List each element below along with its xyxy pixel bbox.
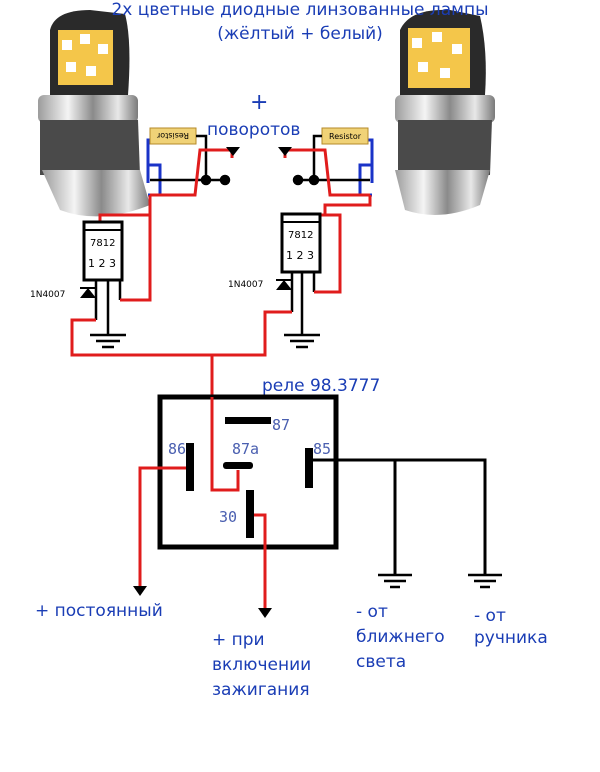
label-handbrake-1: - от <box>474 606 506 626</box>
arrow-turn-left <box>226 147 240 156</box>
label-ignition-2: включении <box>212 655 312 675</box>
label-ignition-3: зажигания <box>212 680 310 700</box>
regulator-left <box>82 220 124 335</box>
resistor-right: Resistor <box>312 127 369 180</box>
label-low-beam-2: ближнего <box>356 627 445 647</box>
label-low-beam-1: - от <box>356 602 388 622</box>
resistor-left: Resistor <box>149 127 208 180</box>
ground-handbrake <box>468 573 502 589</box>
diode-left-label: 1N4007 <box>30 290 66 300</box>
lamp-right <box>395 9 495 215</box>
relay-box <box>157 394 339 550</box>
regulator-right-model: 7812 <box>288 230 314 241</box>
ground-right <box>284 333 320 349</box>
turn-signal-feed <box>150 148 370 197</box>
relay-pin-30: 30 <box>219 508 238 526</box>
lamp-left-terminal <box>146 138 162 197</box>
relay-87-wire <box>210 397 240 492</box>
diode-left <box>80 287 96 298</box>
relay-pin-86: 86 <box>168 440 187 458</box>
regulator-left-model: 7812 <box>90 238 116 249</box>
regulator-right <box>280 212 322 335</box>
turn-signal-wires <box>150 174 370 186</box>
wire-30 <box>254 513 267 612</box>
turn-signal-label: поворотов <box>207 120 301 140</box>
turn-signal-plus: + <box>250 90 269 115</box>
regulator-right-pins: 1 2 3 <box>286 249 314 262</box>
ground-left <box>90 333 126 349</box>
lamp-right-terminal <box>358 138 374 197</box>
lamp-left <box>38 10 150 217</box>
resistor-left-label: Resistor <box>156 131 189 140</box>
arrow-30 <box>258 608 272 618</box>
relay-pin-87a: 87a <box>232 440 260 458</box>
diode-right <box>276 279 292 290</box>
relay-pin-85: 85 <box>313 440 332 458</box>
relay-contacts <box>186 417 313 538</box>
wire-85 <box>313 458 487 575</box>
title-line-2: (жёлтый + белый) <box>217 24 383 44</box>
resistor-right-label: Resistor <box>329 132 362 141</box>
diode-right-label: 1N4007 <box>228 280 264 290</box>
wire-86 <box>138 466 186 590</box>
arrow-86 <box>133 586 147 596</box>
regulator-outputs <box>70 213 342 395</box>
title-line-1: 2х цветные диодные линзованные лампы <box>111 0 489 20</box>
relay-name: реле 98.3777 <box>262 376 381 396</box>
label-low-beam-3: света <box>356 652 407 672</box>
label-handbrake-2: ручника <box>474 628 548 648</box>
label-constant-plus: + постоянный <box>35 601 163 621</box>
ground-low-beam <box>378 573 412 589</box>
label-ignition-1: + при <box>212 630 265 650</box>
relay-pin-87: 87 <box>272 416 291 434</box>
arrow-turn-right <box>278 147 292 156</box>
regulator-left-pins: 1 2 3 <box>88 257 116 270</box>
